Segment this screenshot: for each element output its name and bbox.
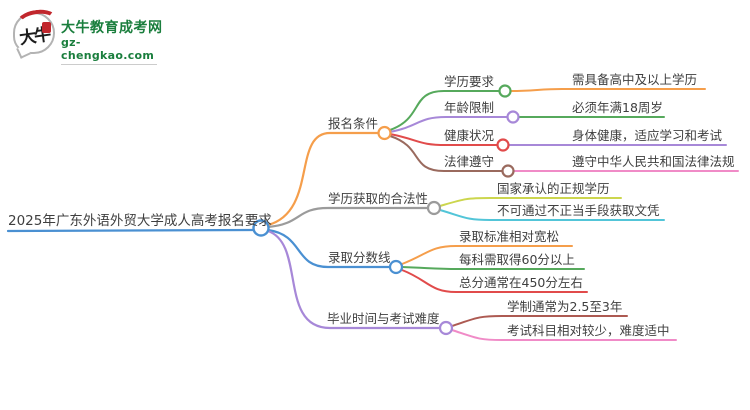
branch-label-graduation-difficulty: 毕业时间与考试难度 xyxy=(327,311,440,326)
brand-name: 大牛教育成考网 xyxy=(61,20,163,36)
node-circle-education-requirement xyxy=(498,84,512,98)
subtopic-line-health-status xyxy=(389,133,498,146)
leaf-line-lenient-standard xyxy=(401,245,573,265)
leaf-label-healthy-body: 身体健康，适应学习和考试 xyxy=(572,128,723,143)
leaf-line-duration-2-5-to-3 xyxy=(451,315,628,327)
leaf-label-no-improper-diploma: 不可通过不正当手段获取文凭 xyxy=(497,203,660,218)
site-logo: 大牛 大牛教育成考网 gz-chengkao.com xyxy=(13,7,163,65)
branch-label-admission-score: 录取分数线 xyxy=(328,250,391,265)
node-circle-health-status xyxy=(496,138,510,152)
node-circle-law-compliance xyxy=(501,164,515,178)
leaf-label-total-450: 总分通常在450分左右 xyxy=(459,275,583,290)
leaf-label-obey-laws: 遵守中华人民共和国法律法规 xyxy=(572,154,735,169)
daniu-bubble-icon: 大牛 xyxy=(13,7,60,59)
node-circle-age-limit xyxy=(506,110,520,124)
leaf-label-state-recognized: 国家承认的正规学历 xyxy=(497,181,610,196)
root-topic-label: 2025年广东外语外贸大学成人高考报名要求 xyxy=(8,213,272,229)
subtopic-label-age-limit: 年龄限制 xyxy=(444,100,495,115)
leaf-label-fewer-subjects: 考试科目相对较少，难度适中 xyxy=(507,323,670,338)
leaf-line-fewer-subjects xyxy=(451,329,677,341)
branch-line-diploma-legality xyxy=(266,206,430,229)
logo-text-block: 大牛教育成考网 gz-chengkao.com xyxy=(61,12,163,65)
node-circle-diploma-legality xyxy=(426,200,442,216)
subtopic-line-age-limit xyxy=(389,116,508,133)
node-circle-graduation-difficulty xyxy=(438,320,454,336)
logo-red-seal-icon xyxy=(42,22,51,33)
subtopic-line-law-compliance xyxy=(389,135,503,172)
leaf-label-duration-2-5-to-3: 学制通常为2.5至3年 xyxy=(507,299,623,314)
subtopic-label-health-status: 健康状况 xyxy=(444,128,495,143)
leaf-label-60-points: 每科需取得60分以上 xyxy=(459,252,575,267)
node-circle-registration-conditions xyxy=(377,125,392,141)
leaf-label-age-18: 必须年满18周岁 xyxy=(572,100,663,115)
subtopic-line-education-requirement xyxy=(389,90,500,131)
branch-line-registration-conditions xyxy=(266,131,380,227)
leaf-label-highschool-diploma: 需具备高中及以上学历 xyxy=(572,72,698,87)
leaf-line-total-450 xyxy=(401,269,588,293)
leaf-label-lenient-standard: 录取标准相对宽松 xyxy=(459,229,560,244)
branch-line-graduation-difficulty xyxy=(266,229,442,330)
brand-url: gz-chengkao.com xyxy=(61,36,157,65)
branch-label-registration-conditions: 报名条件 xyxy=(328,116,379,131)
subtopic-label-law-compliance: 法律遵守 xyxy=(444,154,495,169)
leaf-line-state-recognized xyxy=(439,197,622,207)
root-node-circle xyxy=(252,219,270,237)
branch-label-diploma-legality: 学历获取的合法性 xyxy=(328,191,429,206)
subtopic-label-education-requirement: 学历要求 xyxy=(444,74,495,89)
root-underline xyxy=(6,228,255,233)
leaf-line-no-improper-diploma xyxy=(439,209,665,221)
node-circle-admission-score xyxy=(388,259,404,275)
branch-line-admission-score xyxy=(266,228,392,269)
leaf-line-highschool-diploma xyxy=(510,88,706,92)
leaf-line-60-points xyxy=(401,266,585,270)
